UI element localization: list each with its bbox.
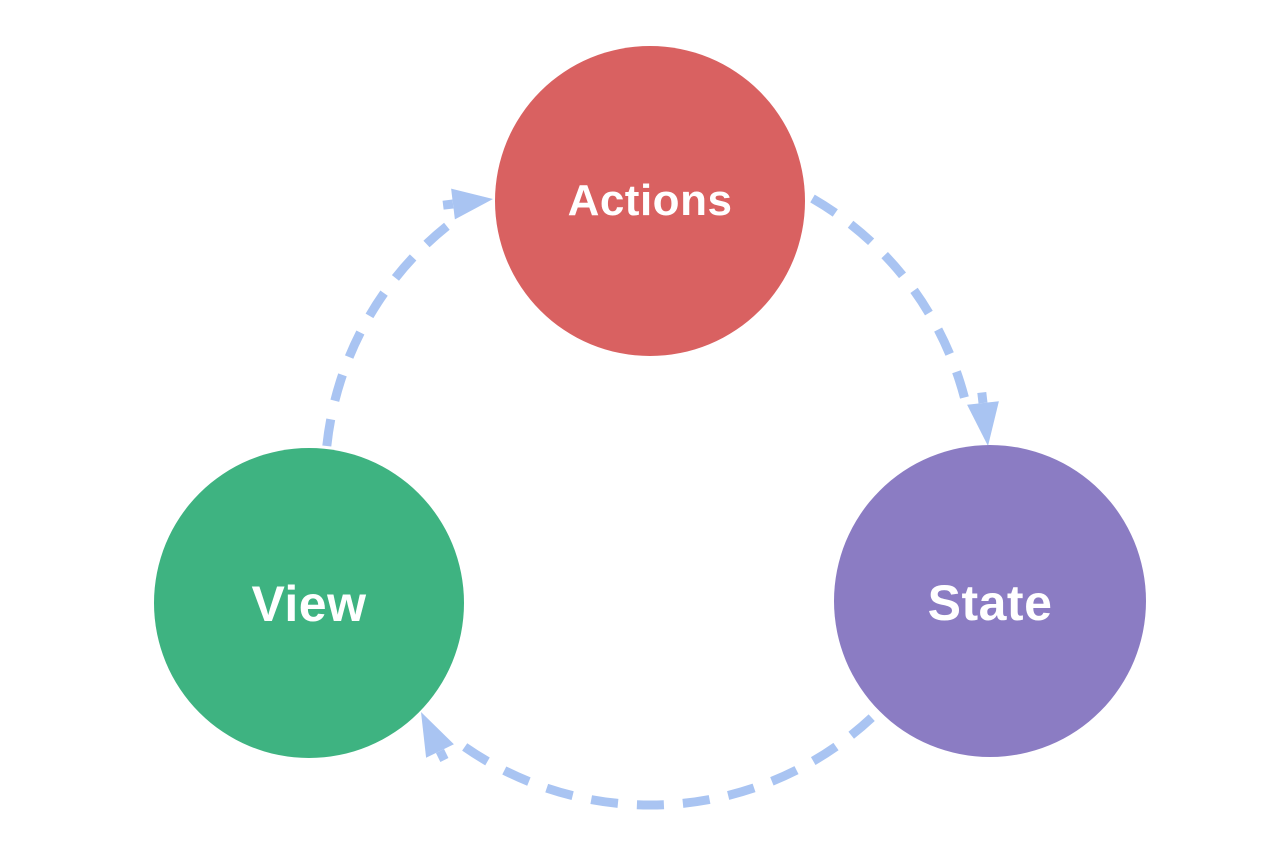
arrowhead-into-state-icon	[967, 401, 999, 446]
state-circle	[834, 445, 1146, 757]
arrowhead-into-view-icon	[421, 712, 454, 758]
node-state: State	[834, 445, 1146, 757]
edge-view-to-actions	[322, 188, 493, 447]
edge-view-actions-arc	[322, 216, 458, 447]
edge-state-to-view	[421, 712, 875, 810]
node-actions: Actions	[495, 46, 805, 356]
edge-actions-state-arrow-stub	[977, 391, 988, 404]
node-view: View	[154, 448, 464, 758]
edge-actions-to-state	[810, 194, 999, 446]
edge-state-view-arrow-stub	[435, 749, 449, 762]
edge-state-view-arc	[456, 714, 875, 810]
view-label: View	[251, 576, 366, 632]
edge-actions-state-arc	[810, 194, 970, 403]
arrowhead-into-actions-icon	[451, 188, 493, 220]
actions-label: Actions	[568, 176, 733, 225]
view-circle	[154, 448, 464, 758]
edge-view-actions-arrow-stub	[442, 199, 454, 210]
actions-circle	[495, 46, 805, 356]
state-label: State	[928, 575, 1053, 631]
